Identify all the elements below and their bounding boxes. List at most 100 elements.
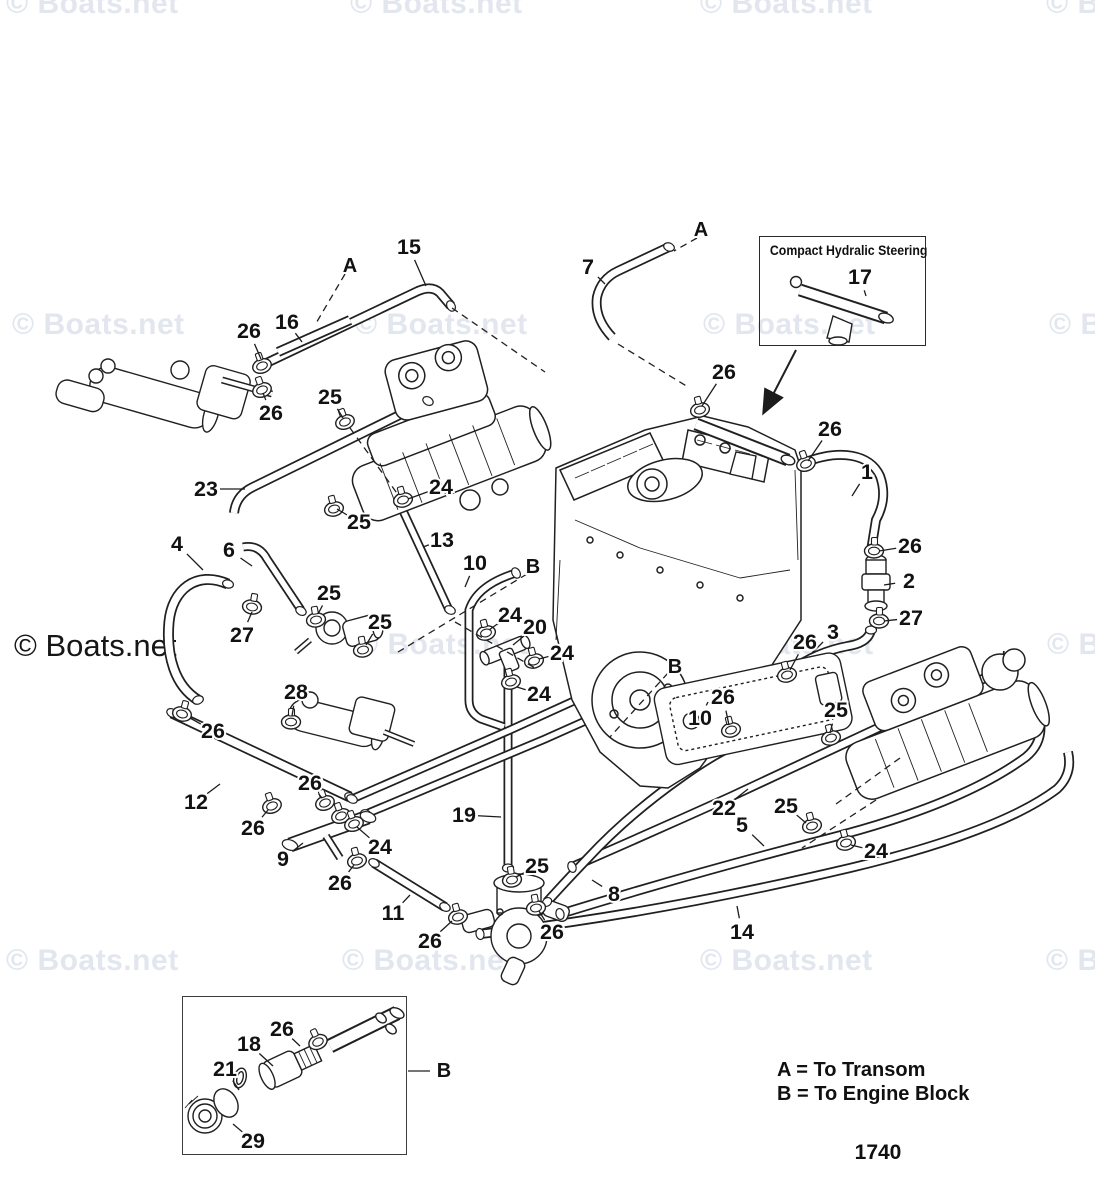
hose-clamp: [689, 395, 711, 418]
callout-label: 26: [237, 319, 261, 343]
ref-label: B: [437, 1060, 451, 1082]
callout-label: 20: [523, 615, 547, 639]
callout-leader: [512, 635, 525, 646]
hose-clamp: [305, 605, 327, 628]
callout-label: 26: [241, 816, 265, 840]
callout-label: 13: [430, 528, 454, 552]
callout-leader: [232, 1080, 240, 1091]
callout-leader: [515, 871, 525, 878]
callout-leader: [878, 547, 897, 552]
watermark: © Boats.net: [1049, 308, 1095, 341]
callout-label: 6: [223, 538, 235, 562]
hose-open-end: [192, 695, 204, 705]
callout-leader: [253, 343, 262, 360]
callout-leader: [336, 508, 348, 516]
steering-box-arrow: [762, 349, 797, 416]
callout-label: 25: [824, 698, 848, 722]
boats-net-logo: © Boats.net: [14, 628, 177, 663]
callout-leader: [356, 826, 370, 839]
hose-open-end: [422, 395, 434, 407]
callout-label: 21: [213, 1057, 237, 1081]
callout-label: 22: [712, 796, 736, 820]
callout-leader: [413, 259, 427, 287]
callout-leader: [829, 723, 834, 734]
watermark: © Boats.net: [355, 308, 528, 341]
callout-leader: [336, 408, 344, 419]
hose-clamp: [171, 700, 193, 722]
hose-open-end: [663, 242, 675, 252]
watermark: © Boats.net: [1046, 944, 1095, 977]
figure-number: 1740: [854, 1141, 902, 1164]
callout-label: 24: [527, 682, 551, 706]
hose-clamp: [776, 660, 798, 683]
callout-label: 26: [328, 871, 352, 895]
callout-leader: [751, 834, 765, 847]
hose-clamp: [525, 893, 547, 916]
fitting-2-art: [861, 554, 891, 612]
callout-label: 27: [230, 623, 254, 647]
callout-label: 24: [864, 839, 888, 863]
hose-open-end: [295, 605, 307, 617]
callout-label: 25: [774, 794, 798, 818]
callout-label: 26: [712, 360, 736, 384]
hose-clamp: [308, 1028, 328, 1051]
callout-leader: [597, 276, 606, 285]
callout-label: 26: [270, 1017, 294, 1041]
callout-label: 23: [194, 477, 218, 501]
hose-clamp: [280, 707, 302, 730]
callout-leader: [796, 814, 807, 824]
callout-label: 26: [711, 685, 735, 709]
callout-label: 27: [899, 606, 923, 630]
callout-label: 26: [898, 534, 922, 558]
callout-label: 25: [347, 510, 371, 534]
hose-open-end: [555, 907, 565, 921]
callout-leader: [464, 575, 471, 588]
steering-box-title: Compact Hydralic Steering: [769, 242, 928, 258]
callout-leader: [407, 491, 429, 500]
steering-box-tube-art: [789, 275, 894, 346]
callout-label: 25: [368, 610, 392, 634]
hose-clamp: [475, 618, 497, 641]
steering-callout-box: Compact Hydralic Steering: [759, 236, 928, 346]
callout-label: 8: [608, 882, 620, 906]
callout-leader: [261, 809, 269, 818]
steering-actuator-art: [55, 358, 273, 433]
callout-leader: [402, 894, 411, 904]
hose-clamp: [447, 902, 469, 925]
hose-open-end: [510, 567, 522, 579]
hose-clamp: [863, 536, 885, 559]
callout-leader: [294, 332, 303, 343]
callout-leader: [516, 686, 526, 691]
hose-clamp: [252, 351, 272, 375]
callout-leader: [262, 392, 267, 401]
callout-leader: [365, 633, 374, 646]
callout-label: 24: [498, 603, 522, 627]
callout-label: 15: [397, 235, 421, 259]
callout-leader: [317, 605, 324, 615]
hose-clamp: [500, 667, 522, 690]
callout-label: 3: [827, 620, 839, 644]
callout-label: 28: [284, 680, 308, 704]
hose-open-end: [475, 927, 485, 941]
hose-clamp: [262, 791, 282, 815]
callout-label: 26: [418, 929, 442, 953]
callout-label: 24: [429, 475, 453, 499]
callout-leader: [736, 905, 740, 919]
watermark: © Boats.net: [1047, 628, 1095, 661]
callout-leader: [851, 483, 861, 497]
legend-line-a: A = To Transom: [777, 1059, 926, 1081]
callout-leader: [811, 641, 824, 654]
ref-label: A: [343, 255, 357, 277]
callout-label: 17: [848, 265, 872, 289]
callout-leader: [439, 920, 453, 933]
hose-open-end: [567, 861, 577, 873]
hose-clamp: [720, 715, 742, 738]
callout-leader: [705, 701, 709, 706]
callout-leader: [725, 710, 730, 726]
watermark: © Boats.net: [350, 0, 523, 20]
callout-leader: [863, 290, 867, 297]
callout-label: 16: [275, 310, 299, 334]
callout-leader: [186, 553, 204, 571]
callout-label: 26: [259, 401, 283, 425]
legend-line-b: B = To Engine Block: [777, 1083, 970, 1105]
